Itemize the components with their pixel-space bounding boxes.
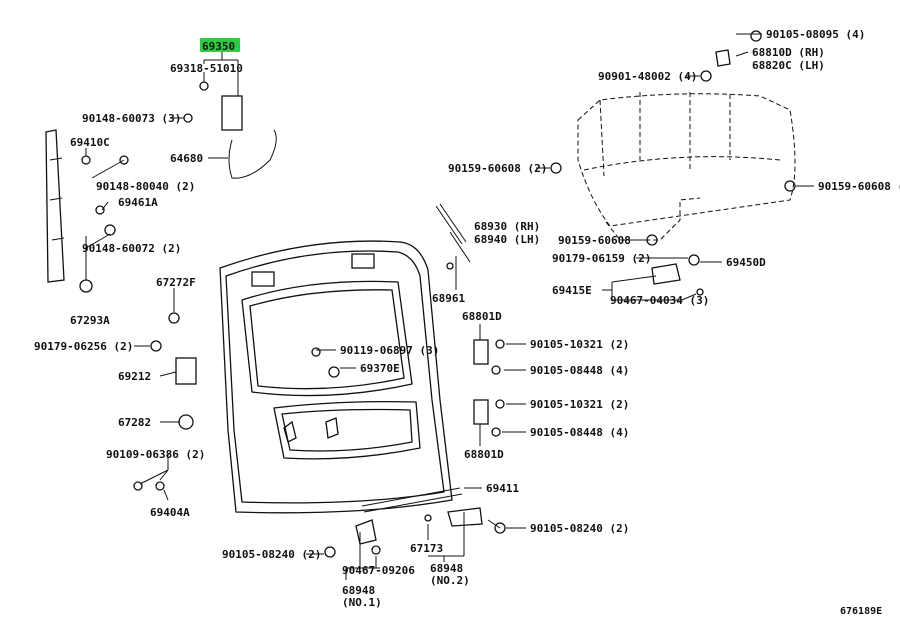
part-number-64680[interactable]: 64680	[170, 152, 203, 165]
part-number-68820c[interactable]: 68820C (LH)	[752, 59, 825, 72]
part-number-69411[interactable]: 69411	[486, 482, 519, 495]
part-number-90159-60608-6[interactable]: 90159-60608 (6)	[818, 180, 900, 193]
part-number-68948-no2[interactable]: 68948	[430, 562, 463, 575]
part-number-90105-08240-left[interactable]: 90105-08240 (2)	[222, 548, 321, 561]
part-number-90159-60608[interactable]: 90159-60608	[558, 234, 631, 247]
part-number-67272f[interactable]: 67272F	[156, 276, 196, 289]
part-number-67173[interactable]: 67173	[410, 542, 443, 555]
part-number-68810d[interactable]: 68810D (RH)	[752, 46, 825, 59]
part-number-68948-no1[interactable]: 68948	[342, 584, 375, 597]
diagram-id: 676189E	[840, 606, 882, 617]
part-number-90119-06897[interactable]: 90119-06897 (3)	[340, 344, 439, 357]
part-number-69450d[interactable]: 69450D	[726, 256, 766, 269]
part-number-90159-60608-2[interactable]: 90159-60608 (2)	[448, 162, 547, 175]
part-number-90105-08240-right[interactable]: 90105-08240 (2)	[530, 522, 629, 535]
left-frame-strip	[45, 129, 65, 283]
highlight-marker	[200, 38, 240, 52]
lower-strut	[361, 487, 463, 513]
part-number-90105-10321-bottom[interactable]: 90105-10321 (2)	[530, 398, 629, 411]
fasteners	[79, 30, 796, 558]
part-labels: 69350 69318-51010 90148-60073 (3) 64680 …	[34, 28, 900, 617]
hinge-parts	[175, 49, 731, 545]
strut-rod	[435, 203, 471, 263]
part-number-68940[interactable]: 68940 (LH)	[474, 233, 540, 246]
part-number-68801d-top[interactable]: 68801D	[462, 310, 502, 323]
part-number-68961[interactable]: 68961	[432, 292, 465, 305]
part-number-90467-09206[interactable]: 90467-09206	[342, 564, 415, 577]
part-number-69370e[interactable]: 69370E	[360, 362, 400, 375]
lock-cable	[221, 95, 277, 179]
part-number-69404a[interactable]: 69404A	[150, 506, 190, 519]
part-number-69212[interactable]: 69212	[118, 370, 151, 383]
part-number-90179-06159[interactable]: 90179-06159 (2)	[552, 252, 651, 265]
part-number-69350[interactable]: 69350	[202, 40, 235, 53]
part-number-90901-48002[interactable]: 90901-48002 (4)	[598, 70, 697, 83]
glass-hatch-outline	[577, 92, 796, 241]
part-number-90105-08095[interactable]: 90105-08095 (4)	[766, 28, 865, 41]
part-number-69415e[interactable]: 69415E	[552, 284, 592, 297]
part-note-no1: (NO.1)	[342, 596, 382, 609]
part-number-90179-06256[interactable]: 90179-06256 (2)	[34, 340, 133, 353]
part-number-67293a[interactable]: 67293A	[70, 314, 110, 327]
part-number-90105-08448-bottom[interactable]: 90105-08448 (4)	[530, 426, 629, 439]
part-number-90148-80040[interactable]: 90148-80040 (2)	[96, 180, 195, 193]
leader-lines	[85, 33, 814, 580]
part-number-90148-60073[interactable]: 90148-60073 (3)	[82, 112, 181, 125]
part-number-69461a[interactable]: 69461A	[118, 196, 158, 209]
part-number-90148-60072[interactable]: 90148-60072 (2)	[82, 242, 181, 255]
part-number-68930[interactable]: 68930 (RH)	[474, 220, 540, 233]
part-number-69410c[interactable]: 69410C	[70, 136, 110, 149]
part-number-69318[interactable]: 69318-51010	[170, 62, 243, 75]
part-number-90105-10321-top[interactable]: 90105-10321 (2)	[530, 338, 629, 351]
part-number-68801d-bottom[interactable]: 68801D	[464, 448, 504, 461]
part-number-90105-08448-top[interactable]: 90105-08448 (4)	[530, 364, 629, 377]
back-door-panel	[219, 240, 453, 514]
part-number-90109-06386[interactable]: 90109-06386 (2)	[106, 448, 205, 461]
part-number-67282[interactable]: 67282	[118, 416, 151, 429]
part-number-90467-04034[interactable]: 90467-04034 (3)	[610, 294, 709, 307]
part-note-no2: (NO.2)	[430, 574, 470, 587]
